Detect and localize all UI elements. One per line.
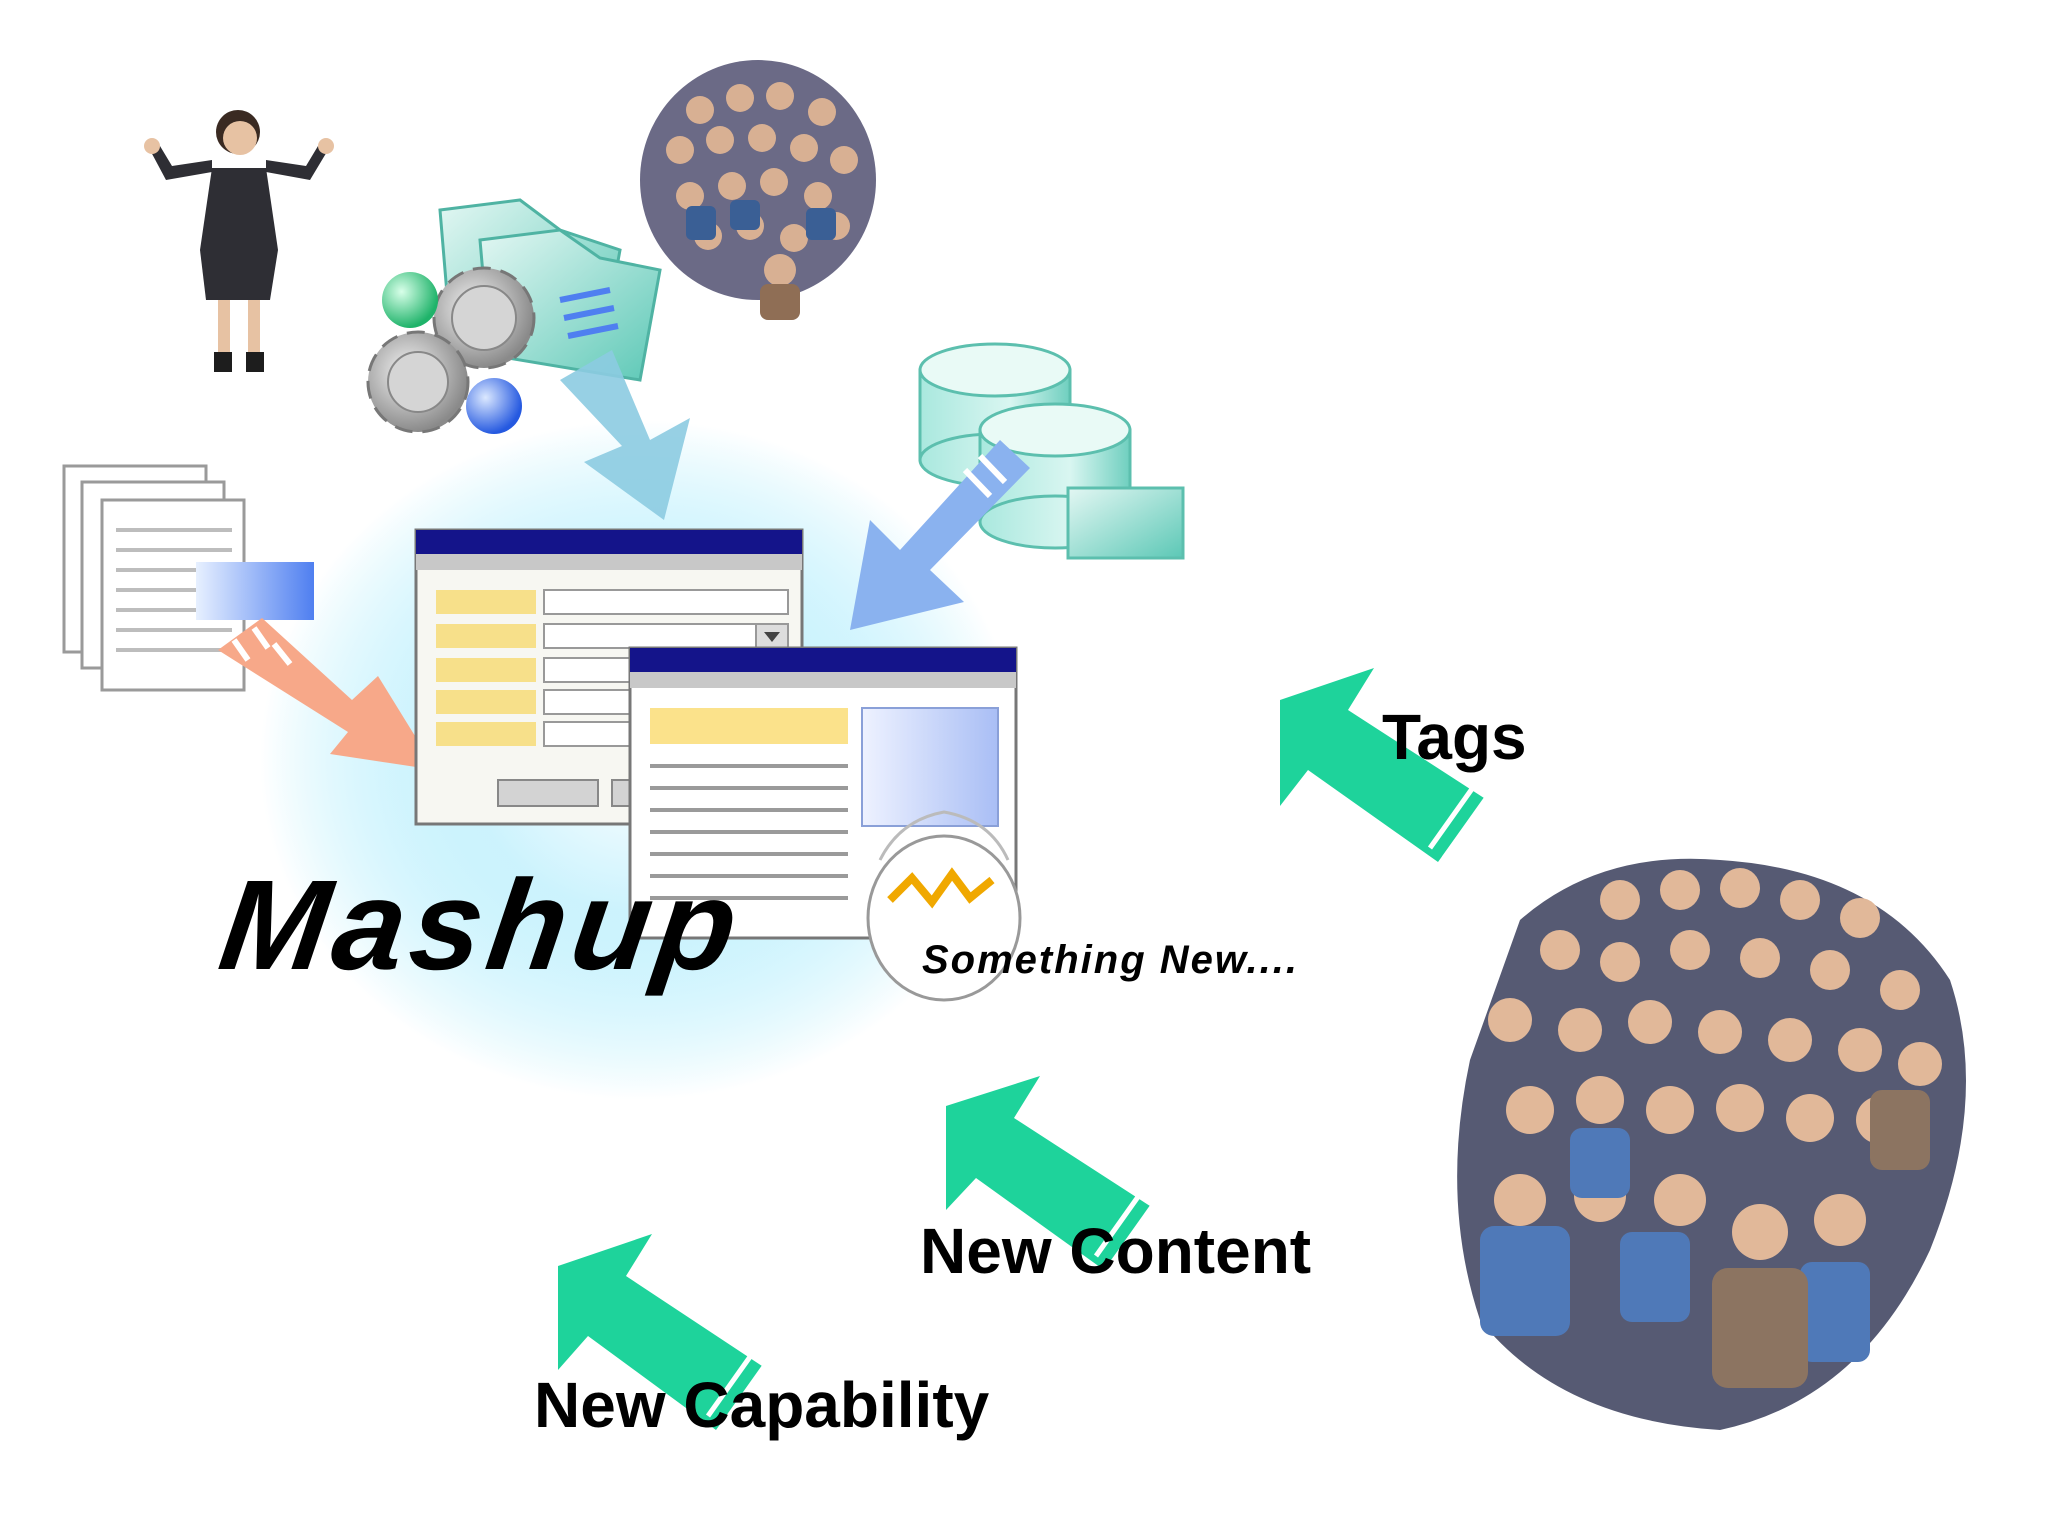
arrow-database-to-mashup: [850, 440, 1030, 630]
gears-and-folders-icon: [366, 198, 662, 434]
new-content-label: New Content: [920, 1215, 1312, 1287]
mashup-title: Mashup: [212, 854, 752, 997]
small-crowd-image: [640, 60, 876, 320]
green-arrow-new-capability: [558, 1234, 769, 1430]
tags-label: Tags: [1382, 701, 1527, 773]
egg-icon: [866, 810, 1022, 1002]
arrow-gears-to-mashup: [560, 350, 690, 520]
database-icon: [918, 342, 1185, 560]
arrow-documents-to-mashup: [218, 618, 436, 770]
new-capability-label: New Capability: [534, 1369, 990, 1441]
green-arrow-tags: [1280, 668, 1491, 862]
large-crowd-image: [1457, 858, 1966, 1430]
businesswoman-figure: [144, 110, 334, 372]
something-new-subtitle: Something New....: [922, 938, 1299, 982]
green-arrow-new-content: [946, 1076, 1157, 1270]
documents-icon: [62, 464, 314, 692]
